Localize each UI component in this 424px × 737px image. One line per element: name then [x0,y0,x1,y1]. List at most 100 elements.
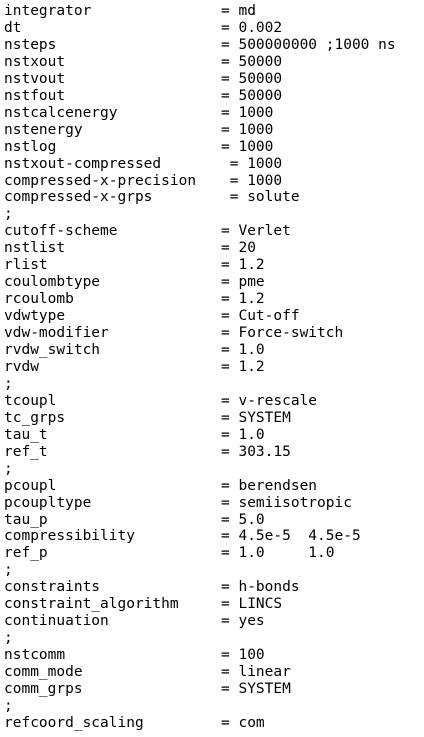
param-value: = 1000 [221,172,283,189]
param-key: ref_t [4,443,48,460]
mdp-line: nstenergy = 1000 [4,122,273,139]
mdp-line: ; [4,562,221,579]
param-key: vdw-modifier [4,325,109,342]
mdp-line: nstvout= 50000 [4,71,282,88]
mdp-line: comm_grps = SYSTEM [4,681,291,698]
param-key: integrator [4,3,92,19]
param-key: tau_t [4,426,48,443]
param-value: = Cut-off [221,308,300,325]
param-value: = 1.0 [221,426,265,443]
param-value: = 100 [221,647,265,664]
mdp-line: tau_p = 5.0 [4,512,265,529]
param-key: nstlog [4,138,57,155]
param-key: nstfout [4,87,66,104]
mdp-line: compressed-x-grps = solute [4,189,300,206]
param-value: = 1.2 [221,257,265,274]
mdp-line: nstcalcenergy= 1000 [4,105,273,122]
param-value: = h-bonds [221,579,300,596]
param-key: nstxout [4,53,66,70]
param-value: = 1.0 1.0 [221,545,335,562]
param-key: rvdw [4,358,39,375]
param-key: tau_p [4,511,48,528]
mdp-line: ; [4,461,221,478]
mdp-line: nstfout = 50000 [4,88,282,105]
param-key: nsteps [4,36,57,53]
param-key: refcoord_scaling [4,714,144,731]
param-value: = Force-switch [221,325,344,342]
param-key: nstxout-compressed [4,155,162,172]
param-value: = 500000000 ;1000 ns [221,36,396,53]
param-key: nstlist [4,240,66,257]
mdp-line: pcoupl= berendsen [4,478,317,495]
mdp-line: comm_mode = linear [4,664,291,681]
param-value: = 1000 [221,121,274,138]
param-key: comm_grps [4,681,83,697]
param-key: cutoff-scheme [4,223,118,240]
mdp-line: tau_t = 1.0 [4,427,265,444]
param-key: rcoulomb [4,291,74,308]
mdp-line: nstxout = 50000 [4,54,282,71]
mdp-line: pcoupltype= semiisotropic [4,495,352,512]
param-value: = 5.0 [221,511,265,528]
param-key: nstcalcenergy [4,104,118,121]
mdp-line: ; [4,630,221,647]
mdp-line: coulombtype = pme [4,274,265,291]
param-key: compressibility [4,528,135,545]
mdp-line: ; [4,376,221,393]
mdp-line: continuation = yes [4,613,265,630]
mdp-line: constraints = h-bonds [4,579,300,596]
mdp-line: nstcomm = 100 [4,647,265,664]
mdp-line: rvdw_switch= 1.0 [4,342,265,359]
param-value: = 4.5e-5 4.5e-5 [221,528,361,545]
mdp-line: compressibility = 4.5e-5 4.5e-5 [4,528,361,545]
param-key: ref_p [4,545,48,562]
mdp-line: tcoupl = v-rescale [4,393,317,410]
param-value: = 50000 [221,53,283,70]
param-key: continuation [4,613,109,630]
param-value: = solute [221,189,300,206]
param-value: = 303.15 [221,443,291,460]
param-key: compressed-x-precision [4,172,197,189]
param-value: = 1.2 [221,291,265,308]
mdp-line: refcoord_scaling= com [4,715,265,732]
mdp-line: constraint_algorithm = LINCS [4,596,282,613]
param-key: constraint_algorithm [4,596,179,613]
param-key: pcoupl [4,477,57,494]
param-value: = 1000 [221,138,274,155]
param-key: ; [4,697,13,714]
param-key: nstcomm [4,647,66,664]
param-value: = 50000 [221,87,283,104]
param-key: rlist [4,257,48,274]
mdp-line: vdwtype = Cut-off [4,308,300,325]
param-key: ; [4,375,13,392]
param-key: coulombtype [4,274,101,291]
param-value: = linear [221,664,291,681]
param-value: = v-rescale [221,392,318,409]
param-value: = 1.0 [221,342,265,358]
param-key: comm_mode [4,664,83,681]
param-value: = yes [221,613,265,630]
mdp-line: ; [4,206,221,223]
param-key: pcoupltype [4,494,92,511]
param-value: = pme [221,274,265,291]
param-key: dt [4,19,22,36]
mdp-line: vdw-modifier = Force-switch [4,325,343,342]
param-value: = SYSTEM [221,681,291,697]
param-key: tcoupl [4,392,57,409]
param-key: tc_grps [4,409,66,426]
param-key: vdwtype [4,308,66,325]
mdp-line: rcoulomb = 1.2 [4,291,265,308]
param-value: = Verlet [221,223,291,240]
param-value: = LINCS [221,596,283,613]
param-key: nstenergy [4,121,83,138]
param-key: constraints [4,579,101,596]
param-value: = 1.2 [221,358,265,375]
param-key: ; [4,460,13,477]
mdp-line: nsteps = 500000000 ;1000 ns [4,37,396,54]
mdp-line: rlist = 1.2 [4,257,265,274]
mdp-line: integrator= md [4,3,256,20]
mdp-line: ref_t = 303.15 [4,444,291,461]
mdp-line: rvdw = 1.2 [4,359,265,376]
mdp-line: ref_p = 1.0 1.0 [4,545,335,562]
